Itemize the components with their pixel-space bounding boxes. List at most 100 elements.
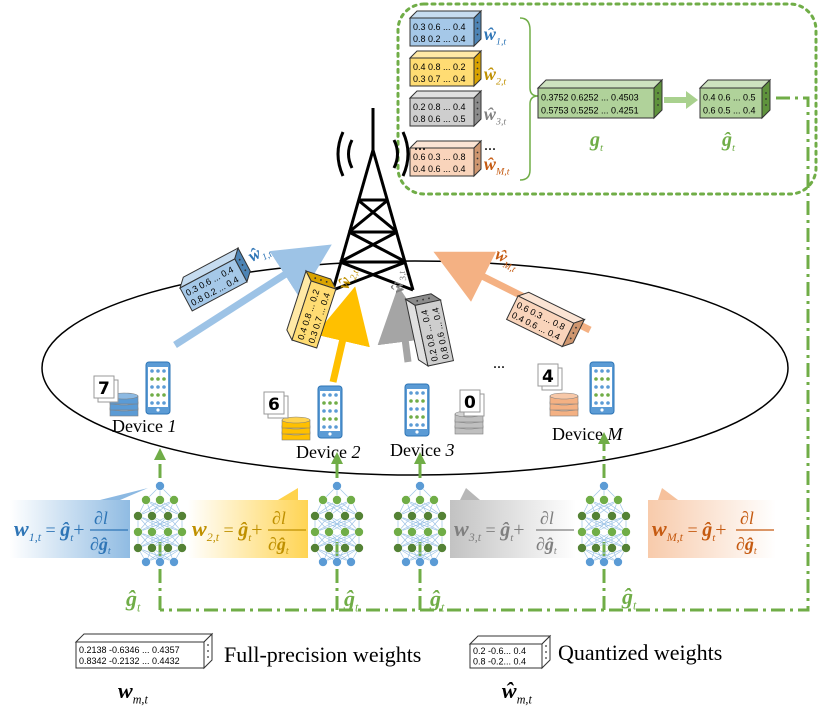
plus: + [715, 519, 726, 541]
uplink-symbol: ŵ2,t [333, 265, 361, 293]
denominator: ∂ĝ [90, 534, 108, 554]
subscript: m,t [517, 693, 533, 707]
subscript: t [137, 601, 141, 615]
weight-row: 0.8 0.6 ... 0.5 [413, 114, 466, 124]
database-icon [549, 392, 579, 417]
smartphone-icon [404, 383, 430, 437]
legend-quant-box: 0.2 -0.6... 0.40.8 -0.2... 0.4 [468, 634, 552, 670]
device-label: Device 2 [296, 442, 360, 462]
ghat-sub: t [248, 532, 252, 544]
subscript: t [600, 142, 604, 154]
quantized-aggregate-box: 0.4 0.6 ... 0.50.6 0.5 ... 0.4 [698, 78, 772, 120]
downlink-arrowheads [154, 432, 610, 464]
weight-row: 0.3 0.7 ... 0.4 [413, 74, 466, 84]
weight-row: 0.6 0.5 ... 0.4 [703, 106, 756, 116]
weight-sub: M,t [666, 530, 684, 544]
device-label: Device 1 [112, 416, 176, 436]
subscript: t [732, 142, 736, 154]
denominator-sub: t [108, 546, 111, 557]
digit: 0 [464, 393, 476, 413]
symbol: ĝ [343, 586, 355, 611]
fraction-denominator: ∂ĝt [736, 534, 757, 557]
uplink-arrow-3 [377, 286, 434, 363]
weight-row: 0.8 0.2 ... 0.4 [413, 34, 466, 44]
digit-image-icon: 7 [93, 375, 119, 403]
update-callout-2: w2,t = ĝt+∂l∂ĝt [188, 488, 308, 558]
server-box-label-1: ŵ1,t [483, 24, 506, 48]
denominator: ∂ĝ [536, 534, 554, 554]
quantized-aggregate-box: 0.4 0.6 ... 0.50.6 0.5 ... 0.4 ĝt [698, 78, 772, 154]
server-box-2: 0.4 0.8 ... 0.20.3 0.7 ... 0.4 [408, 49, 483, 88]
symbol: ĝ [125, 586, 137, 611]
device-index: 3 [444, 440, 454, 460]
weight-row: 0.8342 -0.2132 ... 0.4432 [79, 656, 180, 666]
digit: 4 [542, 367, 554, 387]
weight-row: 0.3752 0.6252 ... 0.4503 [541, 93, 639, 103]
smartphone-icon [589, 361, 615, 415]
subscript: 3,t [398, 270, 410, 283]
uplink-arrow-1 [173, 244, 332, 348]
denominator: ∂ĝ [736, 534, 754, 554]
server-box-label-2: ŵ2,t [483, 64, 506, 88]
legend-quant-label: Quantized weights [558, 640, 722, 665]
uplink-symbol: ŵ3,t [386, 270, 412, 296]
uplink-box-3: 0.2 0.8 ... 0.40.8 0.6 ... 0.4 [404, 293, 455, 368]
digit-image-icon: 6 [263, 391, 289, 419]
aggregate-gradient-box: 0.3752 0.6252 ... 0.4503 0.5753 0.5252 ..… [536, 78, 664, 154]
symbol: ĝ [429, 586, 441, 611]
uplink-arrow-2 [315, 286, 370, 383]
quantized-aggregate-label: ĝt [721, 129, 736, 154]
uplink-label-3: ŵ3,t [386, 270, 412, 296]
device-word: Device [296, 442, 347, 462]
neural-network-icon-4 [577, 481, 631, 567]
subscript: 3,t [495, 117, 506, 128]
weight-row: 0.3 0.6 ... 0.4 [413, 22, 466, 32]
server-region [396, 2, 818, 196]
equals: = [41, 520, 60, 540]
server-ellipsis-sym: ... [484, 137, 496, 154]
weight-symbol: w [14, 516, 29, 541]
symbol: ŵ [387, 279, 408, 295]
weight-row: 0.6 0.3 ... 0.8 [413, 152, 466, 162]
weight-symbol: w [454, 516, 469, 541]
equals: = [481, 520, 500, 540]
weight-row: 0.2 0.8 ... 0.4 [413, 102, 466, 112]
device-ellipsis: ... [493, 355, 505, 372]
weight-row: 0.2 -0.6... 0.4 [473, 646, 526, 656]
server-ellipsis: ... [414, 137, 426, 154]
ghat-sub: t [510, 532, 514, 544]
digit: 7 [98, 379, 110, 399]
uplink-label-1: ŵ1,t [244, 243, 275, 266]
uplink-label-2: ŵ2,t [333, 265, 361, 293]
symbol: ĝ [621, 584, 633, 609]
device-word: Device [390, 440, 441, 460]
fraction-numerator: ∂l [272, 508, 286, 528]
weight-symbol: w [192, 516, 207, 541]
update-equation: w1,t = ĝt+ [14, 516, 85, 544]
weight-row: 0.5753 0.5252 ... 0.4251 [541, 106, 639, 116]
subscript: 1,t [496, 37, 506, 48]
aggregate-box: 0.3752 0.6252 ... 0.4503 0.5753 0.5252 ..… [536, 78, 664, 120]
device-index: M [606, 424, 623, 444]
weight-sub: 2,t [207, 530, 220, 544]
weight-sub: 3,t [468, 530, 482, 544]
legend-full-symbol: wm,t [118, 678, 148, 707]
subscript: t [633, 599, 637, 613]
downlink-label-3: ĝt [429, 586, 445, 615]
server-box-1: 0.3 0.6 ... 0.4 0.8 0.2 ... 0.4 [408, 9, 483, 48]
digit: 6 [268, 395, 280, 415]
subscript: 1,t [261, 250, 275, 264]
local-models [133, 481, 631, 567]
quantize-arrow [664, 91, 698, 109]
subscript: 2,t [496, 77, 506, 88]
weight-row: 0.2138 -0.6346 ... 0.4357 [79, 645, 180, 655]
symbol: ŵ [483, 104, 496, 124]
fraction-denominator: ∂ĝt [90, 534, 111, 557]
